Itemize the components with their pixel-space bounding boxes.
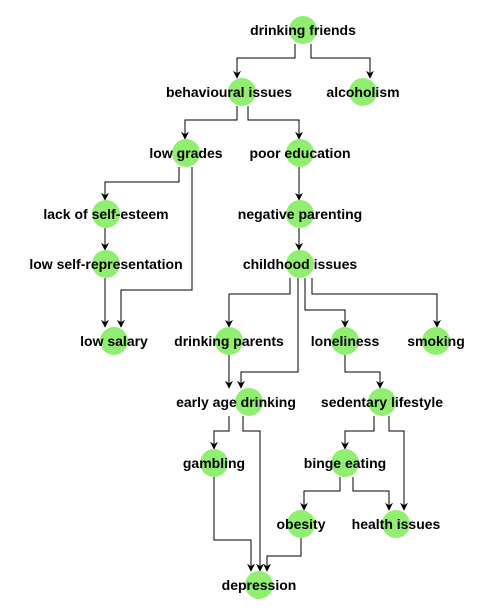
node-behavioural-issues: behavioural issues [166, 78, 292, 106]
node-label: obesity [276, 516, 325, 532]
node-early-age-drinking: early age drinking [176, 388, 296, 416]
edge-childhood-issues-to-drinking-parents [225, 278, 291, 328]
edges-layer [101, 44, 441, 572]
node-circle [286, 250, 314, 278]
node-circle [331, 449, 359, 477]
edge-binge-eating-to-health-issues [352, 477, 393, 511]
edge-low-grades-to-lack-self-esteem [101, 167, 180, 201]
node-negative-parenting: negative parenting [238, 200, 362, 228]
node-circle [287, 510, 315, 538]
edge-behavioural-issues-to-poor-education [247, 106, 303, 140]
edge-childhood-issues-to-loneliness [304, 278, 349, 328]
node-low-salary: low salary [80, 327, 148, 355]
node-label: childhood issues [243, 256, 358, 272]
edge-childhood-issues-to-smoking [311, 278, 441, 328]
node-depression: depression [222, 571, 297, 599]
edge-sedentary-lifestyle-to-binge-eating [341, 416, 375, 450]
edge-early-age-drinking-to-gambling [210, 416, 230, 450]
node-circle [235, 388, 263, 416]
node-circle [382, 510, 410, 538]
node-binge-eating: binge eating [304, 449, 386, 477]
node-circle [286, 200, 314, 228]
node-label: drinking parents [174, 333, 284, 349]
node-gambling: gambling [183, 449, 245, 477]
node-circle [422, 327, 450, 355]
node-label: early age drinking [176, 394, 296, 410]
edge-low-grades-to-low-salary [117, 167, 193, 328]
node-drinking-friends: drinking friends [250, 16, 356, 44]
node-poor-education: poor education [249, 139, 351, 167]
node-label: low salary [80, 333, 148, 349]
edge-behavioural-issues-to-low-grades [181, 106, 238, 140]
node-lack-self-esteem: lack of self-esteem [43, 200, 169, 228]
node-circle [172, 139, 200, 167]
node-circle [368, 388, 396, 416]
node-circle [331, 327, 359, 355]
node-loneliness: loneliness [311, 327, 380, 355]
node-circle [228, 78, 256, 106]
edge-childhood-issues-to-early-age-drinking [237, 278, 299, 389]
node-label: loneliness [311, 333, 380, 349]
node-smoking: smoking [407, 327, 465, 355]
node-circle [245, 571, 273, 599]
node-childhood-issues: childhood issues [243, 250, 358, 278]
node-circle [286, 139, 314, 167]
node-label: depression [222, 577, 297, 593]
node-label: sedentary lifestyle [321, 394, 443, 410]
edge-loneliness-to-sedentary-lifestyle [344, 355, 384, 389]
edge-obesity-to-depression [263, 538, 302, 572]
nodes-layer: drinking friends behavioural issues alcoho… [29, 16, 465, 599]
edge-drinking-friends-to-alcoholism [310, 44, 374, 79]
node-drinking-parents: drinking parents [174, 327, 284, 355]
node-label: gambling [183, 455, 245, 471]
node-obesity: obesity [276, 510, 326, 538]
node-label: negative parenting [238, 206, 362, 222]
node-low-self-representation: low self-representation [29, 250, 183, 278]
edge-gambling-to-depression [213, 477, 255, 572]
node-alcoholism: alcoholism [326, 78, 400, 106]
node-label: smoking [407, 333, 465, 349]
node-label: behavioural issues [166, 84, 292, 100]
node-label: drinking friends [250, 22, 356, 38]
edge-early-age-drinking-to-depression [242, 416, 264, 572]
node-label: low grades [149, 145, 222, 161]
node-circle [200, 449, 228, 477]
node-circle [289, 16, 317, 44]
node-circle [215, 327, 243, 355]
node-label: low self-representation [29, 256, 182, 272]
node-label: health issues [352, 516, 441, 532]
node-low-grades: low grades [149, 139, 223, 167]
node-sedentary-lifestyle: sedentary lifestyle [321, 388, 443, 416]
node-circle [100, 327, 128, 355]
edge-drinking-friends-to-behavioural-issues [233, 44, 296, 79]
edge-binge-eating-to-obesity [300, 477, 341, 511]
node-circle [92, 250, 120, 278]
node-label: binge eating [304, 455, 386, 471]
edge-sedentary-lifestyle-to-health-issues [388, 416, 408, 511]
node-circle [92, 200, 120, 228]
node-label: alcoholism [326, 84, 399, 100]
node-label: poor education [249, 145, 350, 161]
node-label: lack of self-esteem [43, 206, 168, 222]
node-circle [349, 78, 377, 106]
node-health-issues: health issues [352, 510, 441, 538]
